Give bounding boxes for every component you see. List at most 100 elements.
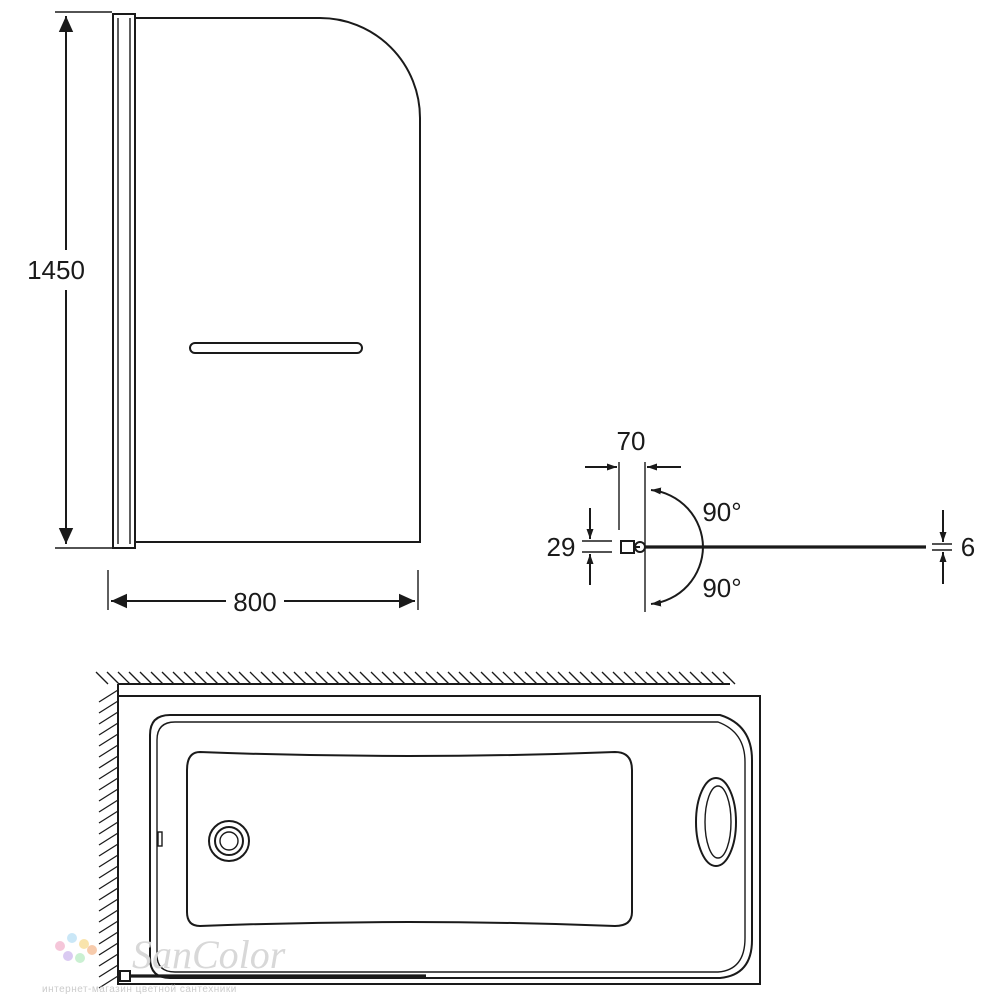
hatch-line [381,671,395,685]
hatch-line [98,799,119,813]
hatch-line [304,671,318,685]
hatch-line [98,898,119,912]
hatch-line [98,854,119,868]
swing-angle-bottom-label: 90° [702,573,741,603]
hatch-line [98,810,119,824]
hinge-offset-dimension: 70 [585,426,681,612]
hatch-line [205,671,219,685]
hatch-line [282,671,296,685]
hatch-line [392,671,406,685]
hatch-line [414,671,428,685]
hatch-line [700,671,714,685]
hatch-line [98,953,119,967]
hatch-line [98,733,119,747]
hatch-line [403,671,417,685]
hatch-line [480,671,494,685]
watermark-dot [79,939,89,949]
hatch-line [601,671,615,685]
hatch-line [513,671,527,685]
hatch-line [172,671,186,685]
hatch-line [535,671,549,685]
hatch-line [348,671,362,685]
hatch-line [568,671,582,685]
tub-inner-rim [149,714,753,979]
screen-plan [119,970,426,982]
height-dimension-label: 1450 [27,255,85,285]
hatch-line [98,920,119,934]
hatch-line [98,843,119,857]
hatch-line [98,931,119,945]
hatch-line [150,671,164,685]
hatch-line [139,671,153,685]
watermark-dot [87,945,97,955]
hatch-line [447,671,461,685]
watermark-dot [67,933,77,943]
hatch-line [98,887,119,901]
watermark-dot [63,951,73,961]
watermark-dot [75,953,85,963]
hinge-plan-detail: 70 29 90° 90° [547,426,975,612]
height-dimension: 1450 [27,11,112,549]
hatch-line [656,671,670,685]
hatch-line [98,964,119,978]
hatch-line [359,671,373,685]
hatch-line [326,671,340,685]
hatch-line [238,671,252,685]
profile-depth-label: 29 [547,532,576,562]
hatch-line [590,671,604,685]
hatch-line [337,671,351,685]
profile-depth-dimension: 29 [547,508,612,585]
hatch-line [98,788,119,802]
watermark-brand: SanColor [132,932,286,977]
hatch-line [98,722,119,736]
hatch-line [260,671,274,685]
hatch-line [194,671,208,685]
headrest [695,777,737,867]
hatch-line [98,700,119,714]
hatch-line [546,671,560,685]
hinge-assembly [620,540,646,554]
watermark: SanColor интернет-магазин цветной сантех… [42,932,286,995]
hatch-line [557,671,571,685]
hatch-line [271,671,285,685]
hatch-line [98,876,119,890]
drain [208,820,250,862]
hatch-line [98,942,119,956]
hatch-line [98,975,119,989]
width-dimension: 800 [107,570,419,617]
hatch-line [634,671,648,685]
hatch-line [98,766,119,780]
wall-hatching [95,671,736,989]
hatch-line [623,671,637,685]
hatch-line [98,909,119,923]
towel-bar [189,342,363,354]
hatch-line [579,671,593,685]
hatch-line [315,671,329,685]
wall-profile [112,13,136,549]
hatch-line [678,671,692,685]
hatch-line [98,711,119,725]
hatch-line [227,671,241,685]
hatch-line [436,671,450,685]
hatch-line [502,671,516,685]
hatch-line [183,671,197,685]
hatch-line [469,671,483,685]
hatch-line [711,671,725,685]
hatch-line [98,865,119,879]
watermark-dots [55,933,97,963]
bathtub-plan [95,671,761,989]
hatch-line [425,671,439,685]
hatch-line [216,671,230,685]
hatch-line [249,671,263,685]
hatch-line [128,671,142,685]
hatch-line [645,671,659,685]
hatch-line [95,671,109,685]
hatch-line [98,744,119,758]
hatch-line [98,777,119,791]
hatch-line [722,671,736,685]
swing-arc: 90° 90° [650,487,742,607]
hatch-line [458,671,472,685]
glass-panel [135,17,421,543]
width-dimension-label: 800 [233,587,276,617]
